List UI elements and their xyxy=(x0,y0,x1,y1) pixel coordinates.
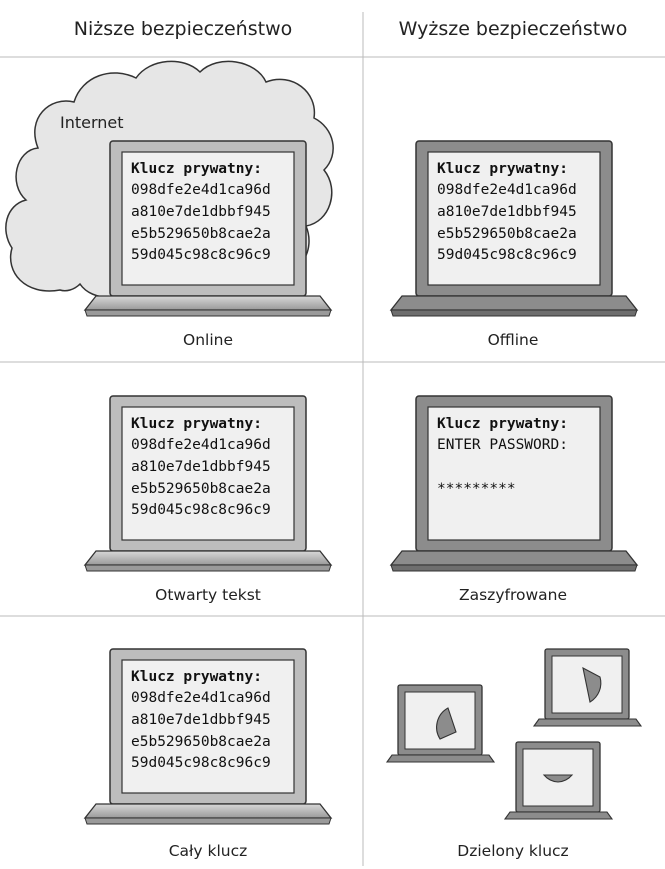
header-higher-security: Wyższe bezpieczeństwo xyxy=(399,18,628,40)
cell-online: Internet Klucz prywatny: 098dfe2e4d1ca96… xyxy=(5,60,334,349)
caption-encrypted: Zaszyfrowane xyxy=(459,586,567,604)
header-lower-security: Niższe bezpieczeństwo xyxy=(74,18,292,40)
key-title: Klucz prywatny: xyxy=(131,669,262,685)
laptop-base xyxy=(83,550,333,566)
key-title: Klucz prywatny: xyxy=(437,416,568,432)
laptop-base-edge xyxy=(390,309,638,317)
cell-offline: Klucz prywatny: 098dfe2e4d1ca96d a810e7d… xyxy=(389,140,639,349)
key-line: 59d045c98c8c96c9 xyxy=(131,502,271,518)
laptop-screen xyxy=(121,659,295,794)
caption-plaintext: Otwarty tekst xyxy=(155,586,261,604)
laptop-base-edge xyxy=(84,817,332,825)
key-title: Klucz prywatny: xyxy=(131,161,262,177)
laptop-screen xyxy=(121,406,295,541)
laptop-online: Klucz prywatny: 098dfe2e4d1ca96d a810e7d… xyxy=(83,140,333,317)
key-title: Klucz prywatny: xyxy=(131,416,262,432)
key-line: 098dfe2e4d1ca96d xyxy=(131,690,271,706)
key-title: Klucz prywatny: xyxy=(437,161,568,177)
key-line: 098dfe2e4d1ca96d xyxy=(131,182,271,198)
laptop-base-edge xyxy=(84,564,332,572)
laptop-base xyxy=(503,811,614,820)
key-line: a810e7de1dbbf945 xyxy=(437,204,577,220)
laptop-offline: Klucz prywatny: 098dfe2e4d1ca96d a810e7d… xyxy=(389,140,639,317)
cell-split-key: Dzielony klucz xyxy=(385,648,643,860)
laptop-base-edge xyxy=(390,564,638,572)
password-mask: ********* xyxy=(437,481,516,497)
key-line: e5b529650b8cae2a xyxy=(131,226,271,242)
laptop-screen xyxy=(121,151,295,286)
caption-whole-key: Cały klucz xyxy=(169,842,248,860)
laptop-base xyxy=(532,718,643,727)
laptop-split-3 xyxy=(503,741,614,820)
password-prompt: ENTER PASSWORD: xyxy=(437,437,568,453)
cell-encrypted: Klucz prywatny: ENTER PASSWORD: ********… xyxy=(389,395,639,604)
key-line: a810e7de1dbbf945 xyxy=(131,712,271,728)
laptop-screen xyxy=(427,151,601,286)
cell-plaintext: Klucz prywatny: 098dfe2e4d1ca96d a810e7d… xyxy=(83,395,333,604)
key-line: a810e7de1dbbf945 xyxy=(131,459,271,475)
laptop-whole-key: Klucz prywatny: 098dfe2e4d1ca96d a810e7d… xyxy=(83,648,333,825)
key-line: 59d045c98c8c96c9 xyxy=(437,247,577,263)
laptop-base xyxy=(385,754,496,763)
laptop-plaintext: Klucz prywatny: 098dfe2e4d1ca96d a810e7d… xyxy=(83,395,333,572)
key-line: e5b529650b8cae2a xyxy=(437,226,577,242)
key-fragment-icon xyxy=(542,774,574,783)
laptop-base xyxy=(389,550,639,566)
key-line: 59d045c98c8c96c9 xyxy=(131,247,271,263)
laptop-split-1 xyxy=(385,684,496,763)
key-line: 59d045c98c8c96c9 xyxy=(131,755,271,771)
caption-online: Online xyxy=(183,331,233,349)
internet-label: Internet xyxy=(60,113,124,132)
cell-whole-key: Klucz prywatny: 098dfe2e4d1ca96d a810e7d… xyxy=(83,648,333,860)
key-line: 098dfe2e4d1ca96d xyxy=(131,437,271,453)
laptop-split-2 xyxy=(532,648,643,727)
key-line: 098dfe2e4d1ca96d xyxy=(437,182,577,198)
key-fragment-icon xyxy=(436,707,457,740)
laptop-base xyxy=(389,295,639,311)
key-fragment-icon xyxy=(582,666,602,703)
caption-split-key: Dzielony klucz xyxy=(457,842,568,860)
laptop-base xyxy=(83,803,333,819)
key-line: e5b529650b8cae2a xyxy=(131,481,271,497)
laptop-base xyxy=(83,295,333,311)
key-line: e5b529650b8cae2a xyxy=(131,734,271,750)
key-line: a810e7de1dbbf945 xyxy=(131,204,271,220)
laptop-encrypted: Klucz prywatny: ENTER PASSWORD: ********… xyxy=(389,395,639,572)
laptop-base-edge xyxy=(84,309,332,317)
caption-offline: Offline xyxy=(488,331,539,349)
laptop-screen xyxy=(427,406,601,541)
